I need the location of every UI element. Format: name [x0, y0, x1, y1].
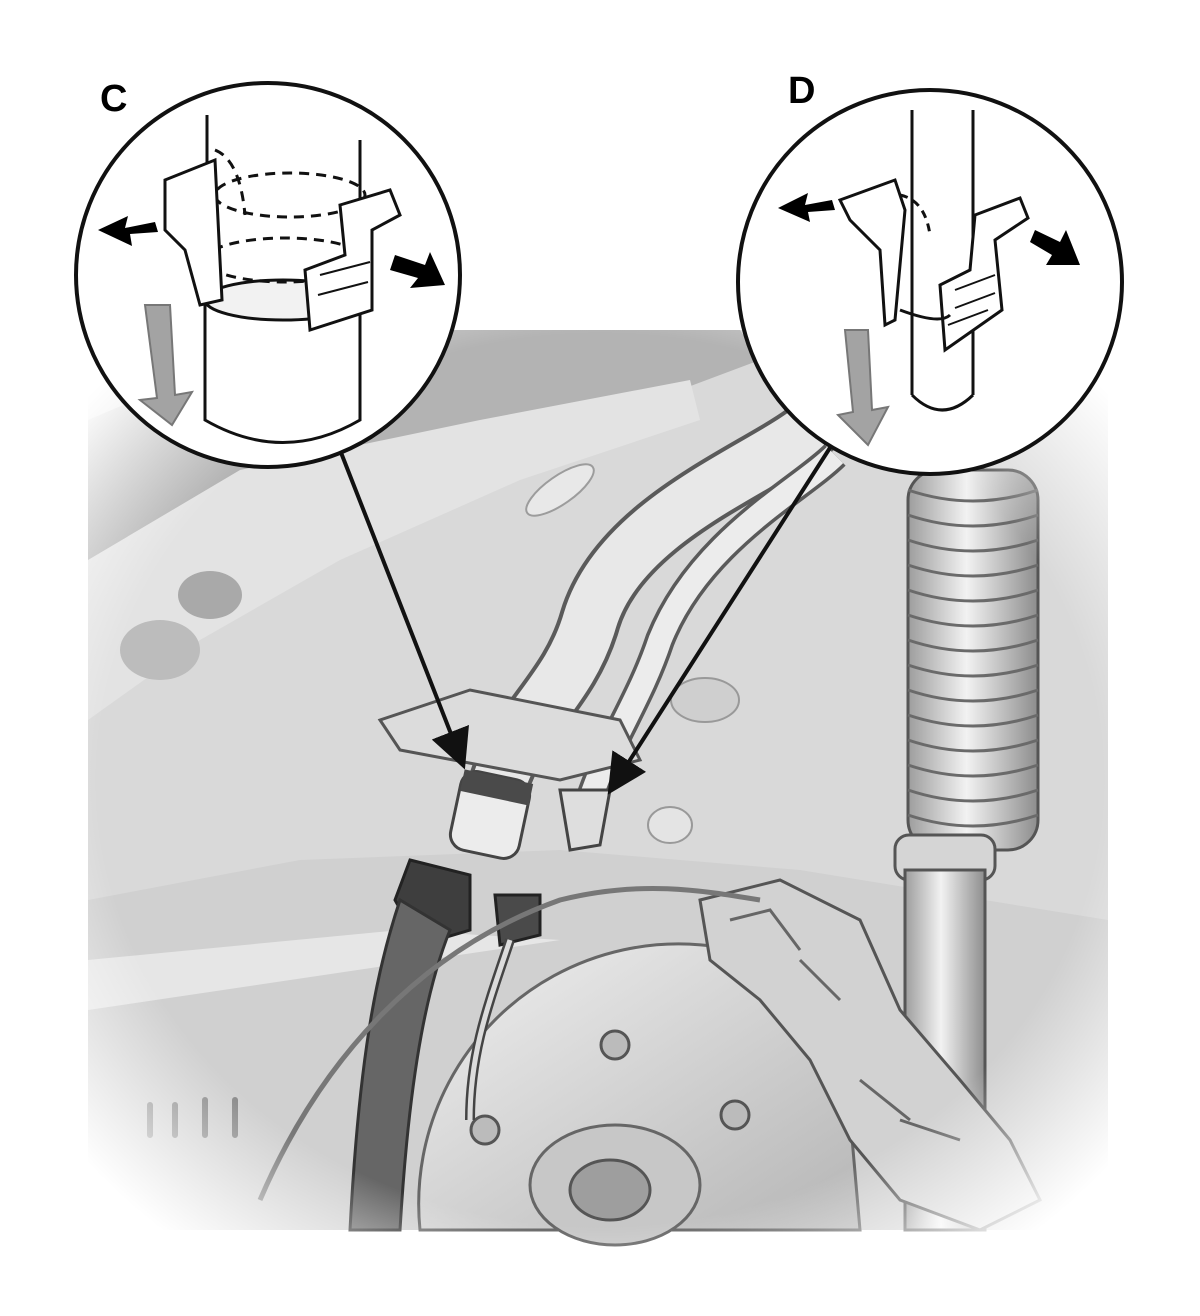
release-arrow-right-icon [1030, 230, 1080, 265]
callout-label-c: C [100, 78, 128, 120]
release-arrow-left-icon [98, 216, 158, 246]
clip-tab-right [303, 188, 402, 333]
callout-label-d: D [788, 70, 816, 112]
pull-down-arrow-icon [835, 329, 890, 447]
detail-circle-c [74, 81, 462, 469]
clip-tab-left [163, 157, 224, 307]
leader-line-c [338, 449, 469, 770]
pull-down-arrow-icon [137, 304, 194, 427]
detail-circle-d [736, 88, 1124, 476]
release-arrow-left-icon [778, 193, 835, 222]
clip-tab-right [938, 196, 1030, 353]
leader-line-d [607, 438, 837, 795]
release-arrow-right-icon [390, 252, 445, 288]
clip-tab-left [837, 178, 907, 328]
